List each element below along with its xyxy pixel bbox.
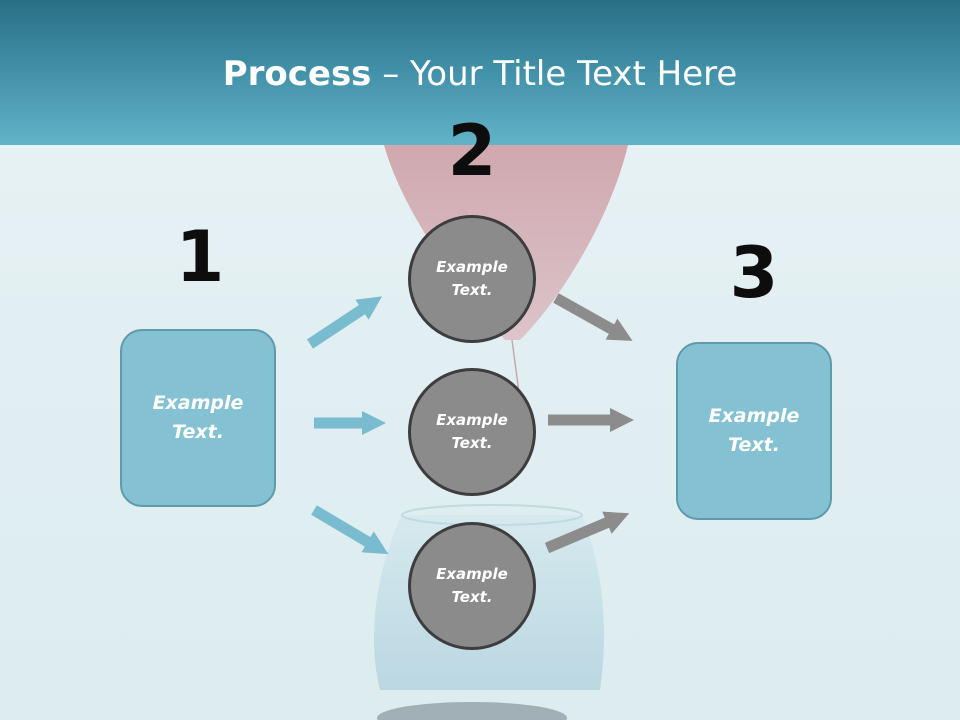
step-number-3: 3	[729, 232, 779, 314]
circle-top: Example Text.	[408, 215, 536, 343]
circle-middle: Example Text.	[408, 368, 536, 496]
circle-top-label: Example Text.	[436, 258, 508, 299]
page-title: Process – Your Title Text Here	[0, 52, 960, 96]
arrow-bottom-to-right	[544, 511, 630, 554]
arrow-top-to-right	[553, 293, 633, 341]
title-rest: – Your Title Text Here	[371, 54, 738, 94]
arrow-left-to-top	[306, 296, 383, 349]
left-step-label: Example Text.	[152, 392, 244, 443]
title-banner	[0, 0, 960, 145]
title-bold: Process	[222, 54, 372, 94]
circle-middle-label: Example Text.	[436, 411, 508, 452]
step-number-2: 2	[447, 110, 497, 192]
left-step-box: Example Text.	[120, 329, 276, 507]
step-number-1: 1	[175, 216, 225, 298]
arrow-left-to-bottom	[311, 505, 389, 555]
circle-bottom-label: Example Text.	[436, 565, 508, 606]
right-step-label: Example Text.	[708, 405, 800, 456]
circle-bottom: Example Text.	[408, 522, 536, 650]
right-step-box: Example Text.	[676, 342, 832, 520]
